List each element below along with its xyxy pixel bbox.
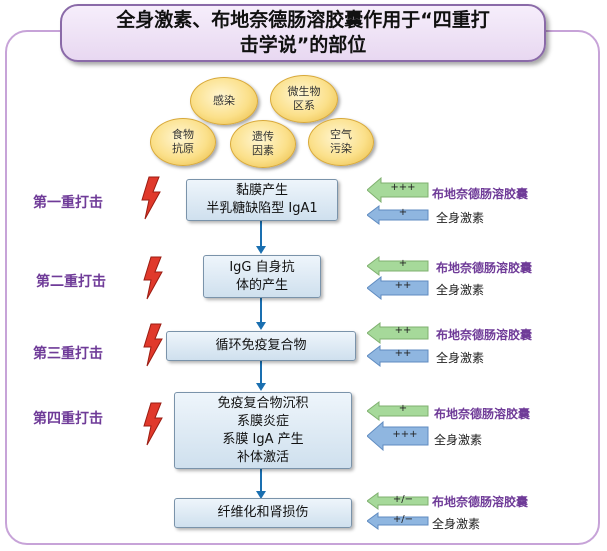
- flow-line: [260, 361, 262, 385]
- steroid-effect-level: +/−: [392, 514, 414, 525]
- steroid-effect-level: ++: [394, 348, 412, 359]
- budesonide-effect-arrow: [367, 177, 429, 203]
- flow-arrowhead: [256, 491, 266, 499]
- flow-line: [260, 298, 262, 324]
- lightning-icon: [143, 256, 163, 300]
- cause-microbiota: 微生物 区系: [270, 75, 338, 123]
- steroid-effect-level: +++: [392, 429, 418, 440]
- hit-label-1: 第一重打击: [33, 195, 103, 211]
- cause-genetics: 遗传 因素: [230, 120, 296, 168]
- legend-budesonide: 布地奈德肠溶胶囊: [436, 328, 533, 342]
- step-deposition-inflammation: 免疫复合物沉积 系膜炎症 系膜 IgA 产生 补体激活: [174, 392, 352, 469]
- legend-budesonide: 布地奈德肠溶胶囊: [436, 261, 533, 275]
- step-mucosal-iga1: 黏膜产生 半乳糖缺陷型 IgA1: [186, 179, 338, 221]
- legend-systemic-steroid: 全身激素: [436, 211, 485, 225]
- steroid-effect-arrow: [367, 276, 429, 300]
- step-fibrosis-kidney-injury: 纤维化和肾损伤: [174, 498, 352, 528]
- hit-label-2: 第二重打击: [36, 274, 106, 290]
- legend-systemic-steroid: 全身激素: [436, 283, 485, 297]
- budesonide-effect-arrow: [367, 256, 429, 276]
- hit-label-4: 第四重打击: [33, 411, 103, 427]
- step-igg-autoantibody: IgG 自身抗 体的产生: [203, 255, 321, 298]
- legend-budesonide: 布地奈德肠溶胶囊: [432, 187, 529, 201]
- flow-line: [260, 469, 262, 493]
- step-circulating-immune-complex: 循环免疫复合物: [166, 331, 356, 361]
- hit-label-3: 第三重打击: [33, 346, 103, 362]
- cause-infection: 感染: [190, 77, 258, 125]
- steroid-effect-arrow: [367, 345, 429, 367]
- budesonide-effect-level: +: [398, 258, 408, 269]
- budesonide-effect-level: +++: [390, 182, 416, 193]
- lightning-icon: [143, 323, 163, 367]
- lightning-icon: [141, 176, 161, 220]
- steroid-effect-level: ++: [394, 280, 412, 291]
- diagram-title: 全身激素、布地奈德肠溶胶囊作用于“四重打 击学说”的部位: [60, 4, 546, 62]
- flow-line: [260, 220, 262, 248]
- steroid-effect-arrow: [367, 512, 429, 530]
- title-line-2: 击学说”的部位: [239, 34, 367, 56]
- budesonide-effect-level: +: [398, 403, 408, 414]
- flow-arrowhead: [256, 383, 266, 391]
- budesonide-effect-level: +/−: [392, 494, 414, 505]
- legend-systemic-steroid: 全身激素: [436, 351, 485, 365]
- title-line-1: 全身激素、布地奈德肠溶胶囊作用于“四重打: [116, 9, 490, 31]
- lightning-icon: [143, 402, 163, 446]
- legend-budesonide: 布地奈德肠溶胶囊: [432, 495, 529, 509]
- legend-budesonide: 布地奈德肠溶胶囊: [434, 407, 531, 421]
- cause-food-antigen: 食物 抗原: [150, 118, 216, 166]
- flow-arrowhead: [256, 246, 266, 254]
- steroid-effect-arrow: [367, 421, 429, 451]
- budesonide-effect-arrow: [367, 492, 429, 510]
- steroid-effect-level: +: [398, 207, 408, 218]
- legend-systemic-steroid: 全身激素: [432, 517, 481, 531]
- steroid-effect-arrow: [367, 205, 429, 225]
- budesonide-effect-arrow: [367, 401, 429, 421]
- cause-air-pollution: 空气 污染: [308, 118, 374, 166]
- budesonide-effect-level: ++: [394, 325, 412, 336]
- budesonide-effect-arrow: [367, 322, 429, 344]
- legend-systemic-steroid: 全身激素: [434, 433, 483, 447]
- flow-arrowhead: [256, 322, 266, 330]
